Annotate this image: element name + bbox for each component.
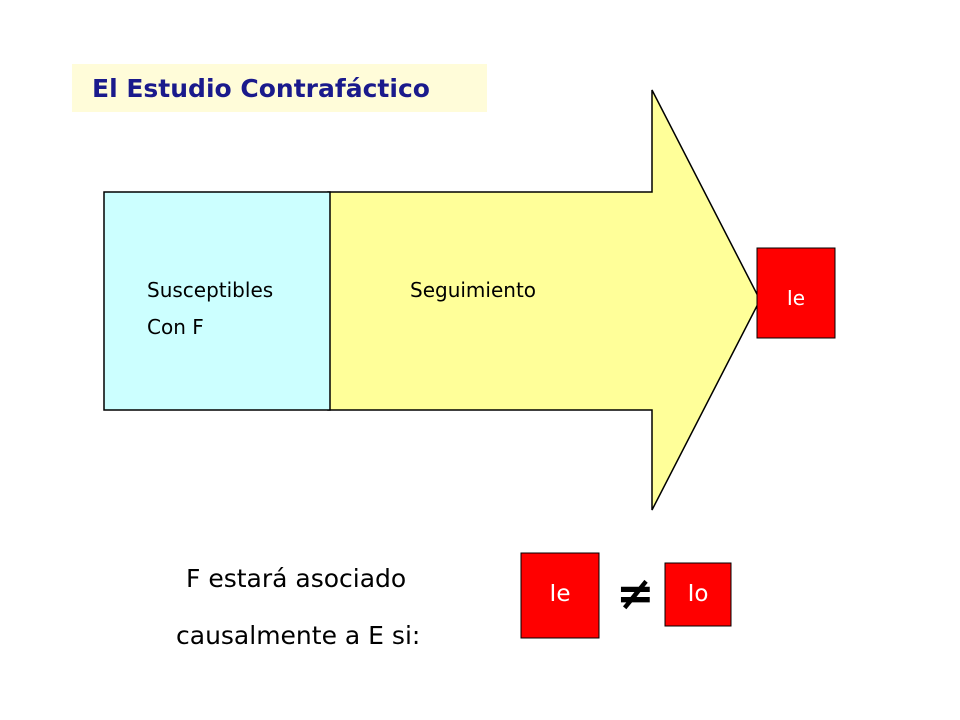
seguimiento-label: Seguimiento <box>410 278 537 302</box>
outcome-ie-box <box>756 247 836 339</box>
condition-ie-label: Ie <box>549 581 571 607</box>
condition-ie-box <box>520 552 600 639</box>
condition-io-box <box>664 562 732 627</box>
con-f-label: Con F <box>147 315 204 339</box>
outcome-ie-label: Ie <box>786 286 806 310</box>
follow-up-arrow <box>327 89 761 511</box>
condition-line1: F estará asociado <box>186 564 407 593</box>
title-background <box>72 64 487 112</box>
condition-line2: causalmente a E si: <box>176 621 421 650</box>
page-title: El Estudio Contrafáctico <box>92 74 430 103</box>
condition-io-label: Io <box>687 581 709 607</box>
susceptibles-label: Susceptibles <box>147 278 274 302</box>
susceptibles-box <box>103 191 331 411</box>
not-equal-symbol: ≠ <box>616 566 655 620</box>
